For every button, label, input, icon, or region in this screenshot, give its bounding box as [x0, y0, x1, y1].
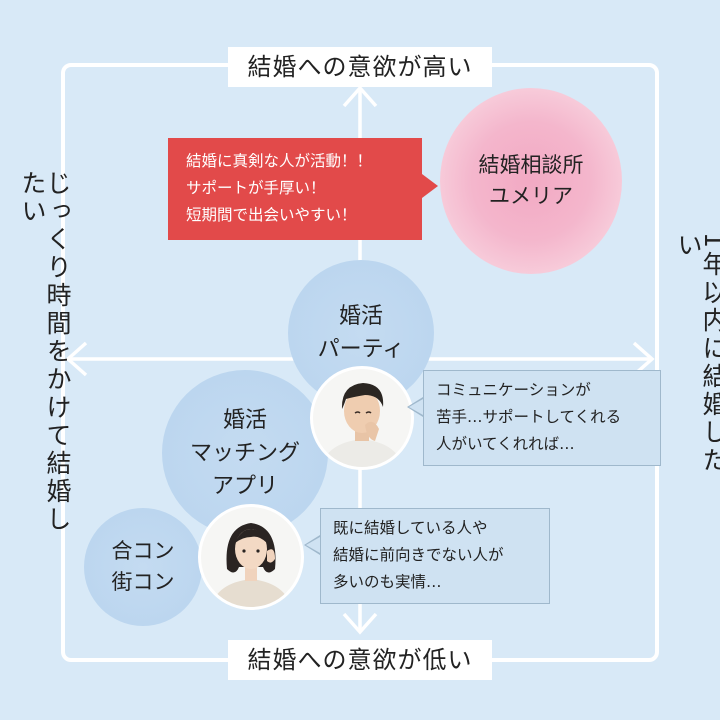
circle-label-line: ユメリア [489, 184, 573, 208]
circle-label-line: 婚活 [222, 407, 267, 433]
bubble-tail [407, 397, 423, 417]
man-photo-icon [313, 369, 411, 467]
bubble-text-line: 人がいてくれれば… [436, 435, 575, 453]
bubble-text-line: 多いのも実情… [333, 573, 442, 591]
woman-speech-bubble: 既に結婚している人や 結婚に前向きでない人が 多いのも実情… [304, 508, 550, 604]
woman-photo [198, 504, 304, 610]
axis-label-bottom: 結婚への意欲が低い [228, 640, 492, 680]
axis-label-top: 結婚への意欲が高い [228, 47, 492, 87]
circle-label-line: 婚活 [338, 304, 383, 329]
red-speech-bubble: 結婚に真剣な人が活動！！ サポートが手厚い！ 短期間で出会いやすい！ [168, 138, 438, 240]
bubble-text-line: 短期間で出会いやすい！ [186, 206, 357, 224]
circle-label-line: 合コン [111, 538, 175, 563]
axis-label-right: 1年以内に結婚したい [674, 232, 720, 475]
circle-label-line: マッチング [189, 440, 300, 466]
circle-label-line: 街コン [111, 570, 175, 594]
circle-label-line: アプリ [211, 473, 278, 499]
woman-photo-icon [201, 507, 301, 607]
bubble-text-line: サポートが手厚い！ [186, 179, 326, 197]
bubble-tail [422, 174, 438, 198]
bubble-text-line: 結婚に前向きでない人が [333, 546, 504, 564]
bubble-text-line: 既に結婚している人や [333, 519, 488, 537]
bubble-text-line: 苦手…サポートしてくれる [436, 408, 622, 426]
circle-label-line: パーティ [317, 337, 405, 362]
circle-kekkon-sodansho: 結婚相談所 ユメリア [440, 88, 622, 274]
man-speech-bubble: コミュニケーションが 苦手…サポートしてくれる 人がいてくれれば… [407, 370, 661, 466]
man-photo [310, 366, 414, 470]
axis-label-left: じっくり時間をかけて結婚したい [18, 170, 72, 534]
circle-label-line: 結婚相談所 [478, 152, 584, 177]
bubble-text-line: コミュニケーションが [436, 381, 591, 399]
bubble-text-line: 結婚に真剣な人が活動！！ [186, 152, 373, 170]
circle-goukon-machikon: 合コン 街コン [84, 508, 202, 626]
bubble-tail [304, 535, 320, 555]
